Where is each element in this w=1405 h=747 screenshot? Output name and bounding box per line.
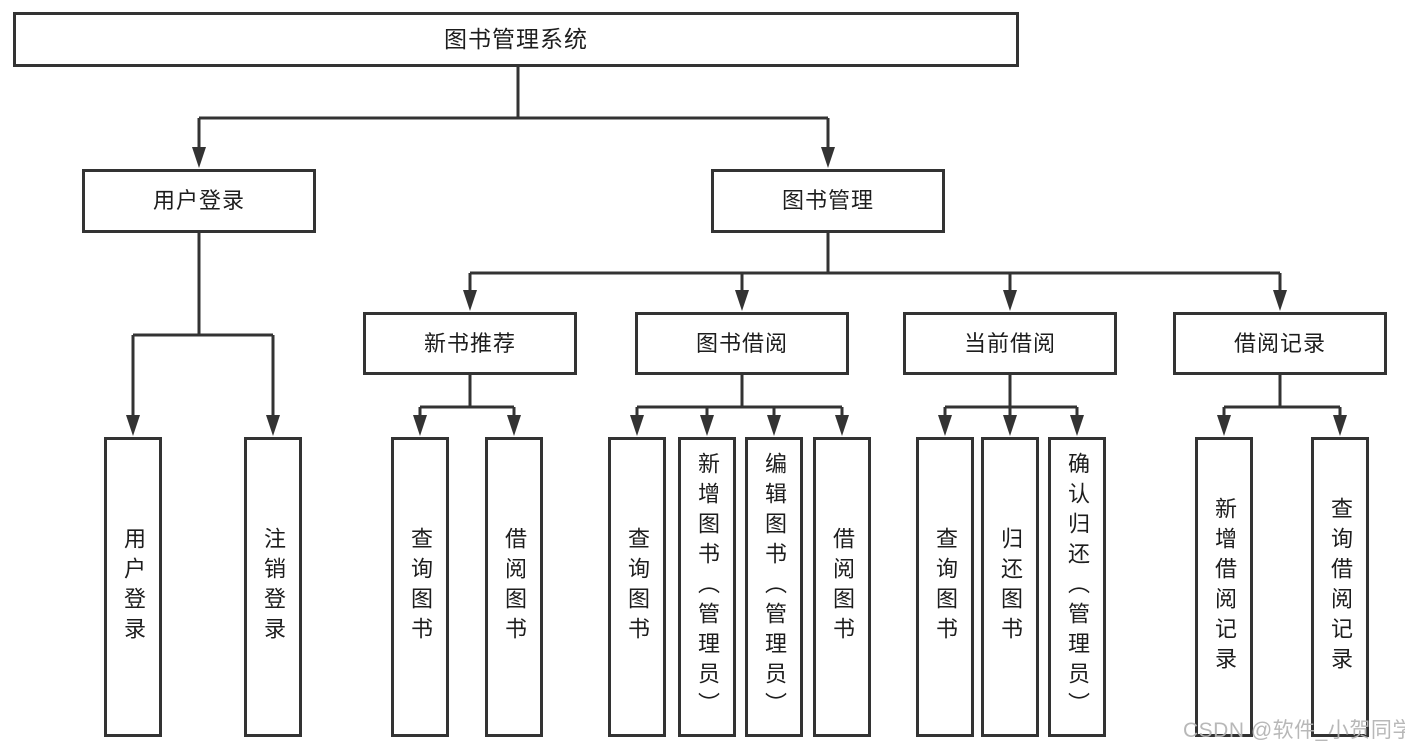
leaf-borrow-books: 借阅图书	[813, 437, 871, 737]
node-label: 新增图书（管理员）	[695, 452, 720, 722]
node-user-login: 用户登录	[82, 169, 316, 233]
node-label: 查询借阅记录	[1328, 497, 1353, 677]
node-book-borrowing: 图书借阅	[635, 312, 849, 375]
csdn-watermark: CSDN @软件_小贺同学	[1183, 719, 1405, 742]
node-label: 图书管理系统	[444, 26, 588, 52]
node-label: 用户登录	[152, 188, 245, 213]
leaf-query-books-recommend: 查询图书	[391, 437, 449, 737]
node-label: 注销登录	[261, 527, 286, 647]
node-label: 借阅记录	[1233, 330, 1326, 356]
leaf-logout: 注销登录	[244, 437, 302, 737]
node-book-management: 图书管理	[711, 169, 945, 233]
node-label: 用户登录	[121, 527, 146, 647]
leaf-query-books-borrowing: 查询图书	[608, 437, 666, 737]
node-label: 编辑图书（管理员）	[762, 452, 787, 722]
leaf-add-books-admin: 新增图书（管理员）	[678, 437, 736, 737]
leaf-edit-books-admin: 编辑图书（管理员）	[745, 437, 803, 737]
node-label: 查询图书	[625, 527, 650, 647]
node-label: 当前借阅	[963, 330, 1056, 356]
leaf-user-login: 用户登录	[104, 437, 162, 737]
node-label: 确认归还（管理员）	[1065, 452, 1090, 722]
node-current-borrowing: 当前借阅	[903, 312, 1117, 375]
leaf-add-borrow-record: 新增借阅记录	[1195, 437, 1253, 737]
node-label: 查询图书	[408, 527, 433, 647]
leaf-query-borrow-record: 查询借阅记录	[1311, 437, 1369, 737]
leaf-query-books-current: 查询图书	[916, 437, 974, 737]
node-label: 图书借阅	[695, 330, 788, 356]
node-label: 归还图书	[998, 527, 1023, 647]
leaf-confirm-return-admin: 确认归还（管理员）	[1048, 437, 1106, 737]
node-label: 借阅图书	[830, 527, 855, 647]
leaf-return-books: 归还图书	[981, 437, 1039, 737]
node-new-book-recommendation: 新书推荐	[363, 312, 577, 375]
leaf-borrow-books-recommend: 借阅图书	[485, 437, 543, 737]
node-label: 新增借阅记录	[1212, 497, 1237, 677]
node-label: 图书管理	[781, 188, 874, 213]
node-library-management-system: 图书管理系统	[13, 12, 1019, 67]
node-borrowing-records: 借阅记录	[1173, 312, 1387, 375]
node-label: 新书推荐	[423, 330, 516, 356]
node-label: 借阅图书	[502, 527, 527, 647]
node-label: 查询图书	[933, 527, 958, 647]
